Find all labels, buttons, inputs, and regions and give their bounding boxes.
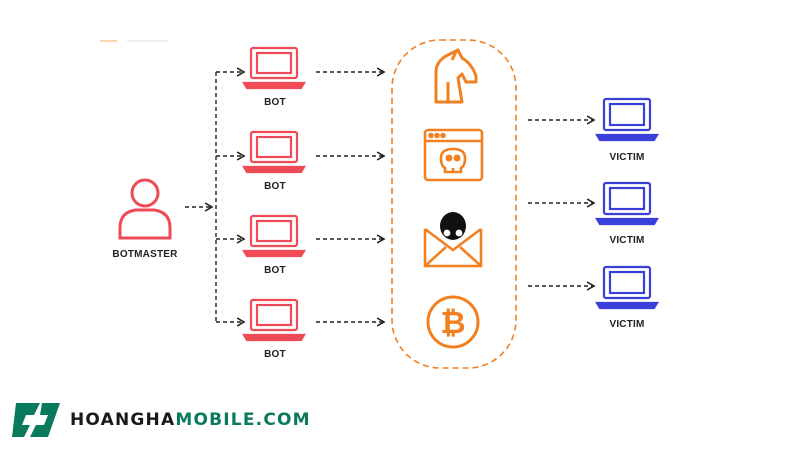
bot-label-4: BOT	[264, 349, 286, 360]
bot-laptop-icon-2	[242, 130, 306, 174]
bot-laptop-icon-1	[242, 46, 306, 90]
botmaster-person-icon	[118, 178, 172, 240]
attack-methods-group	[391, 39, 517, 369]
svg-text:₿: ₿	[440, 305, 465, 341]
bot-label-1: BOT	[264, 97, 286, 108]
top-decoration	[100, 40, 168, 42]
malware-browser-skull-icon	[423, 128, 484, 182]
phishing-email-icon	[423, 212, 483, 268]
victim-label-1: VICTIM	[609, 152, 645, 163]
victim-laptop-icon-1	[595, 97, 659, 142]
brand-text: HOANGHAMOBILE.COM	[70, 410, 311, 430]
brand-text-part-b: MOBILE.COM	[175, 410, 311, 430]
bot-label-3: BOT	[264, 265, 286, 276]
bitcoin-icon: ₿	[426, 295, 480, 349]
victim-laptop-icon-2	[595, 181, 659, 226]
victim-laptop-icon-3	[595, 265, 659, 310]
trojan-horse-icon	[434, 48, 478, 104]
hoangha-mobile-logo: HOANGHAMOBILE.COM	[10, 400, 311, 440]
botmaster-label: BOTMASTER	[112, 249, 178, 260]
bot-laptop-icon-3	[242, 214, 306, 258]
brand-mark-icon	[12, 403, 60, 437]
bot-laptop-icon-4	[242, 298, 306, 342]
brand-text-part-a: HOANGHA	[70, 410, 176, 430]
bot-label-2: BOT	[264, 181, 286, 192]
victim-label-2: VICTIM	[609, 235, 645, 246]
victim-label-3: VICTIM	[609, 319, 645, 330]
